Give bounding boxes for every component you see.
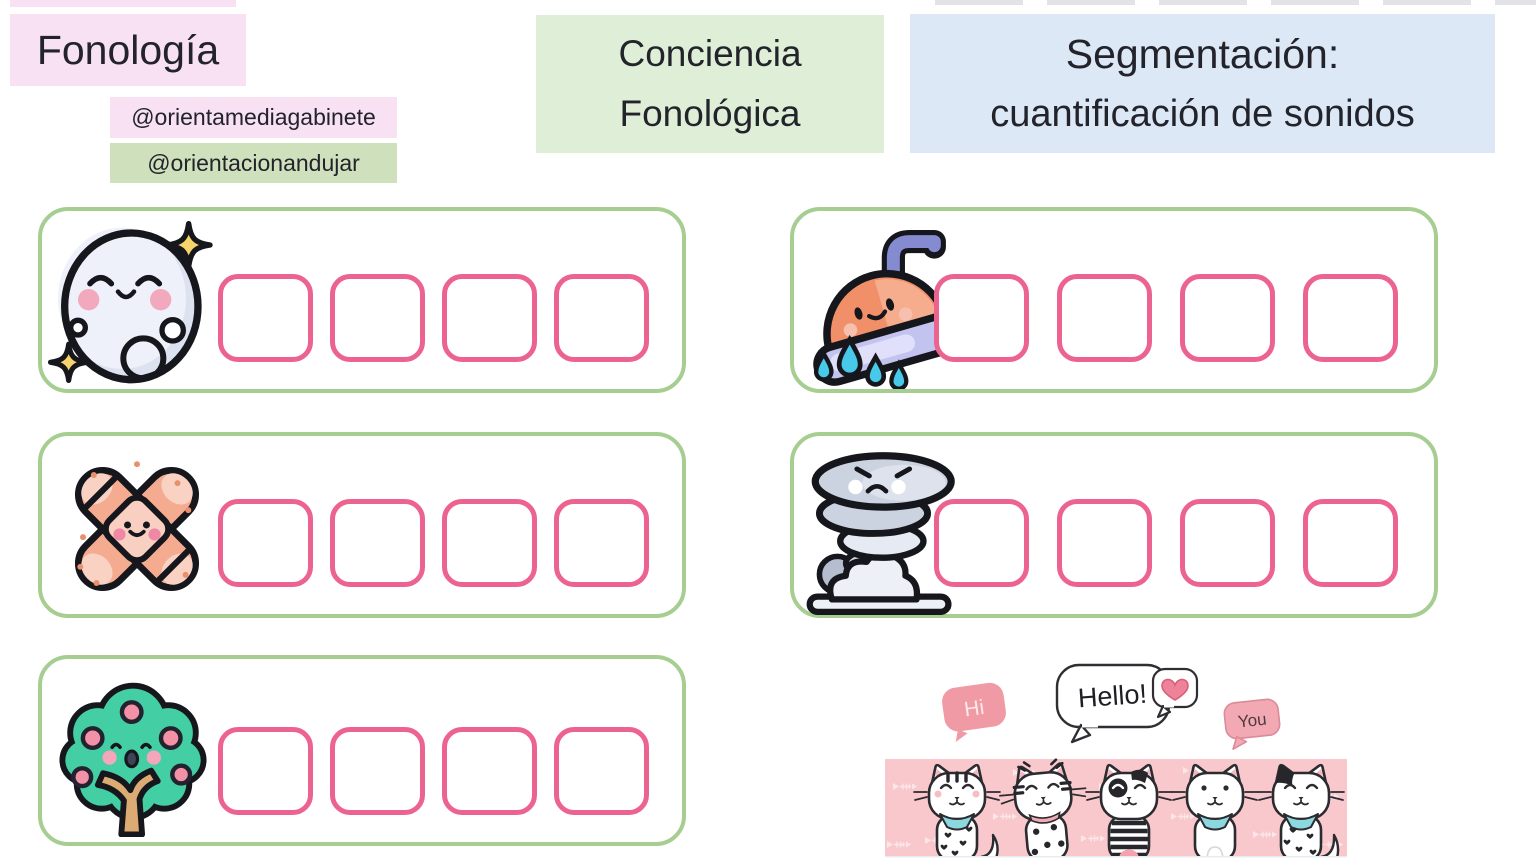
topic-line2: Fonológica xyxy=(619,93,801,134)
answer-box[interactable] xyxy=(1180,499,1275,587)
moon-icon xyxy=(47,221,220,394)
answer-box[interactable] xyxy=(554,274,649,362)
answer-box-row xyxy=(218,274,649,362)
sound-card-moon xyxy=(38,207,686,393)
speech-bubble-heart xyxy=(1151,667,1199,719)
top-edge-sliver xyxy=(10,0,236,7)
top-edge-strip xyxy=(935,0,1536,5)
answer-box[interactable] xyxy=(934,274,1029,362)
answer-box-row xyxy=(218,499,649,587)
svg-text:Hi: Hi xyxy=(963,696,986,722)
page-title: Fonología xyxy=(10,14,246,86)
answer-box-row xyxy=(218,727,649,815)
sound-card-bandage xyxy=(38,432,686,618)
answer-box[interactable] xyxy=(1057,499,1152,587)
sound-card-apple-tree xyxy=(38,655,686,846)
topic-heading: Conciencia Fonológica xyxy=(536,15,884,153)
activity-line2: cuantificación de sonidos xyxy=(990,92,1415,135)
answer-box[interactable] xyxy=(218,727,313,815)
answer-box[interactable] xyxy=(1303,274,1398,362)
answer-box[interactable] xyxy=(218,499,313,587)
answer-box[interactable] xyxy=(1180,274,1275,362)
apple-tree-icon xyxy=(54,673,212,842)
tornado-icon xyxy=(802,444,970,621)
sound-card-shower xyxy=(790,207,1438,393)
cats-banner: Hi Hello! You xyxy=(885,655,1347,864)
answer-box[interactable] xyxy=(330,727,425,815)
speech-bubble-hi: Hi xyxy=(942,682,1006,743)
svg-text:You: You xyxy=(1237,710,1268,732)
answer-box[interactable] xyxy=(442,499,537,587)
svg-text:Hello!: Hello! xyxy=(1077,679,1148,714)
answer-box[interactable] xyxy=(934,499,1029,587)
answer-box[interactable] xyxy=(1303,499,1398,587)
sound-card-tornado xyxy=(790,432,1438,618)
speech-bubble-hello: Hello! xyxy=(1055,663,1171,744)
answer-box[interactable] xyxy=(554,499,649,587)
answer-box-row xyxy=(934,499,1398,587)
social-handle-2: @orientacionandujar xyxy=(110,143,397,183)
speech-bubble-you: You xyxy=(1223,698,1281,750)
answer-box[interactable] xyxy=(554,727,649,815)
answer-box[interactable] xyxy=(330,274,425,362)
answer-box[interactable] xyxy=(1057,274,1152,362)
bandage-icon xyxy=(56,448,218,615)
answer-box[interactable] xyxy=(330,499,425,587)
answer-box[interactable] xyxy=(442,274,537,362)
answer-box-row xyxy=(934,274,1398,362)
activity-line1: Segmentación: xyxy=(1065,31,1340,78)
topic-line1: Conciencia xyxy=(618,33,802,75)
activity-heading: Segmentación: cuantificación de sonidos xyxy=(910,14,1495,153)
cat-2 xyxy=(996,758,1093,864)
answer-box[interactable] xyxy=(442,727,537,815)
heart-icon xyxy=(1161,678,1189,701)
answer-box[interactable] xyxy=(218,274,313,362)
cat-4 xyxy=(1170,763,1260,863)
social-handle-1: @orientamediagabinete xyxy=(110,97,397,138)
